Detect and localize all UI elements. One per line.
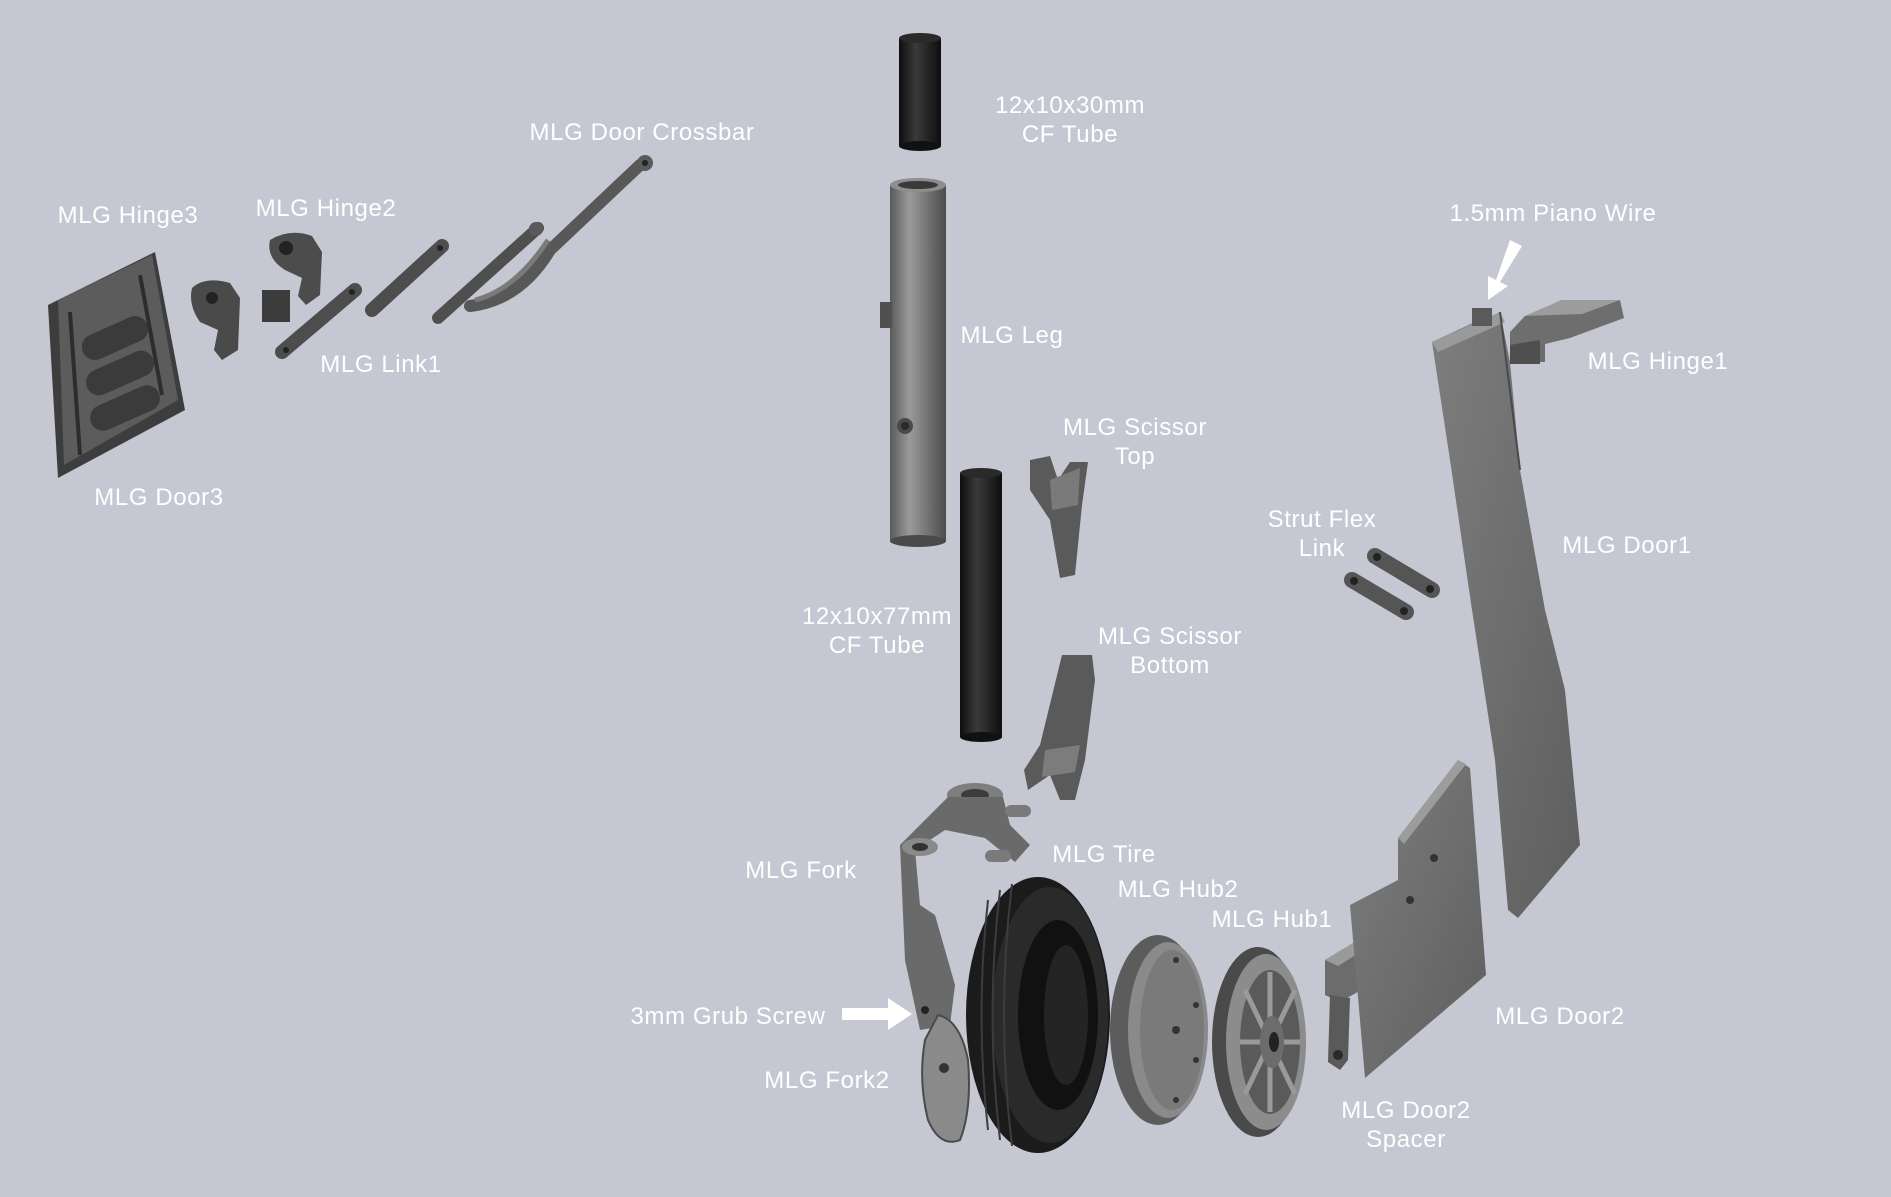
cf-tube-long-part <box>960 468 1002 742</box>
door3-part <box>48 252 185 478</box>
hub2-part <box>1110 935 1208 1125</box>
door1-part <box>1432 308 1580 918</box>
link1-part <box>275 239 449 359</box>
grub-screw-arrow <box>842 998 912 1030</box>
fork-part <box>900 783 1031 1030</box>
fork2-part <box>921 1013 970 1143</box>
label-door2: MLG Door2 <box>1495 1003 1625 1030</box>
cf-tube-short-part <box>899 33 941 151</box>
scissor-bottom-part <box>1024 655 1095 800</box>
label-leg: MLG Leg <box>960 322 1064 349</box>
label-door1: MLG Door1 <box>1562 532 1692 559</box>
hinge2-part <box>262 232 322 322</box>
door2-part <box>1350 760 1486 1078</box>
label-door-crossbar: MLG Door Crossbar <box>529 119 755 146</box>
strut-flex-link-part <box>1344 548 1440 620</box>
label-hub1: MLG Hub1 <box>1211 906 1333 933</box>
label-door3: MLG Door3 <box>94 484 224 511</box>
label-hinge2: MLG Hinge2 <box>255 195 397 222</box>
hinge1-part <box>1510 300 1624 364</box>
door-crossbar-part <box>432 155 653 324</box>
label-link1: MLG Link1 <box>320 351 442 378</box>
label-grub-screw: 3mm Grub Screw <box>630 1003 826 1030</box>
leg-part <box>880 178 946 547</box>
hub1-part <box>1212 947 1306 1137</box>
hinge3-part <box>191 280 240 360</box>
piano-wire-arrow <box>1488 240 1522 300</box>
tire-part <box>966 877 1110 1153</box>
label-hub2: MLG Hub2 <box>1117 876 1239 903</box>
label-hinge1: MLG Hinge1 <box>1587 348 1729 375</box>
label-fork: MLG Fork <box>745 857 857 884</box>
label-piano-wire: 1.5mm Piano Wire <box>1449 200 1657 227</box>
label-fork2: MLG Fork2 <box>764 1067 890 1094</box>
scissor-top-part <box>1030 456 1088 578</box>
label-tire: MLG Tire <box>1052 841 1156 868</box>
label-hinge3: MLG Hinge3 <box>57 202 199 229</box>
